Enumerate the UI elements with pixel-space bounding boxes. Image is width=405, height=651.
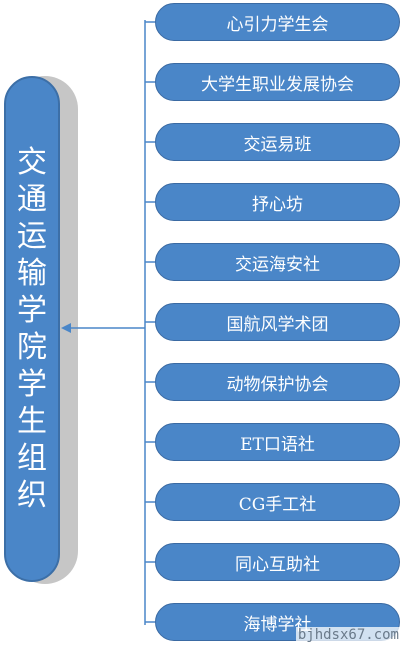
- branch-node: 同心互助社: [155, 543, 400, 581]
- branch-node: CG手工社: [155, 483, 400, 521]
- branch-node: 国航风学术团: [155, 303, 400, 341]
- branch-node: 大学生职业发展协会: [155, 63, 400, 101]
- branch-node: 抒心坊: [155, 183, 400, 221]
- branch-node: 交运海安社: [155, 243, 400, 281]
- branch-node: 心引力学生会: [155, 3, 400, 41]
- branch-node: 动物保护协会: [155, 363, 400, 401]
- watermark: bjhdsx67.com: [295, 627, 401, 643]
- root-node: 交通运输学院学生组织: [4, 76, 60, 582]
- connector-arrowhead: [61, 323, 71, 333]
- branch-node: 交运易班: [155, 123, 400, 161]
- root-node-label: 交通运输学院学生组织: [17, 145, 47, 513]
- branch-node: ET口语社: [155, 423, 400, 461]
